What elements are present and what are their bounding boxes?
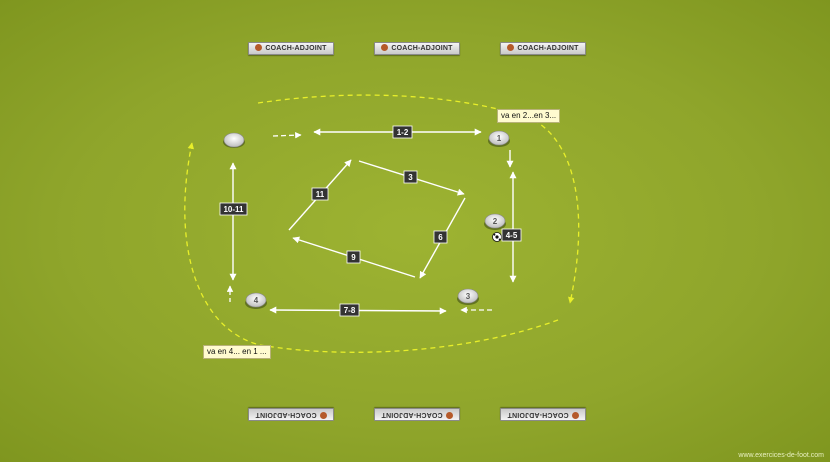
svg-text:7-8: 7-8 — [344, 306, 356, 315]
coach-banner-top-1: COACH-ADJOINT — [248, 42, 334, 55]
arrow-dashed-start-top — [272, 131, 302, 139]
label-4-5: 4-5 — [501, 228, 522, 242]
svg-text:3: 3 — [466, 292, 471, 301]
label-11: 11 — [311, 187, 329, 201]
label-3: 3 — [403, 170, 418, 184]
svg-text:2: 2 — [493, 217, 498, 226]
svg-text:11: 11 — [316, 190, 325, 199]
cone-3: 3 — [457, 288, 479, 305]
note-bottom-left: va en 4... en 1 ... — [203, 345, 271, 359]
ball-icon — [492, 232, 502, 242]
svg-text:1: 1 — [497, 134, 502, 143]
svg-text:10-11: 10-11 — [223, 205, 244, 214]
coach-banner-top-2: COACH-ADJOINT — [374, 42, 460, 55]
label-1-2: 1-2 — [392, 125, 413, 139]
label-7-8: 7-8 — [339, 303, 360, 317]
coach-banner-top-3: COACH-ADJOINT — [500, 42, 586, 55]
label-9: 9 — [346, 250, 361, 264]
cone-1: 1 — [488, 130, 510, 147]
cone-2: 2 — [484, 213, 506, 230]
note-top-right: va en 2...en 3... — [497, 109, 561, 123]
club-logo-icon — [381, 43, 389, 51]
svg-text:4-5: 4-5 — [506, 231, 518, 240]
svg-text:9: 9 — [351, 253, 356, 262]
club-logo-icon — [255, 43, 263, 51]
cone-4: 4 — [245, 292, 267, 309]
svg-text:3: 3 — [408, 173, 413, 182]
label-6: 6 — [433, 230, 448, 244]
club-logo-icon — [507, 43, 515, 51]
label-10-11: 10-11 — [219, 202, 248, 216]
svg-text:1-2: 1-2 — [397, 128, 409, 137]
svg-text:6: 6 — [438, 233, 443, 242]
dashed-path-top-right — [257, 94, 580, 304]
dashed-path-bottom-left — [184, 142, 559, 353]
cone-start — [223, 132, 245, 148]
svg-text:4: 4 — [254, 296, 259, 305]
footer-url: www.exercices-de-foot.com — [738, 452, 824, 459]
